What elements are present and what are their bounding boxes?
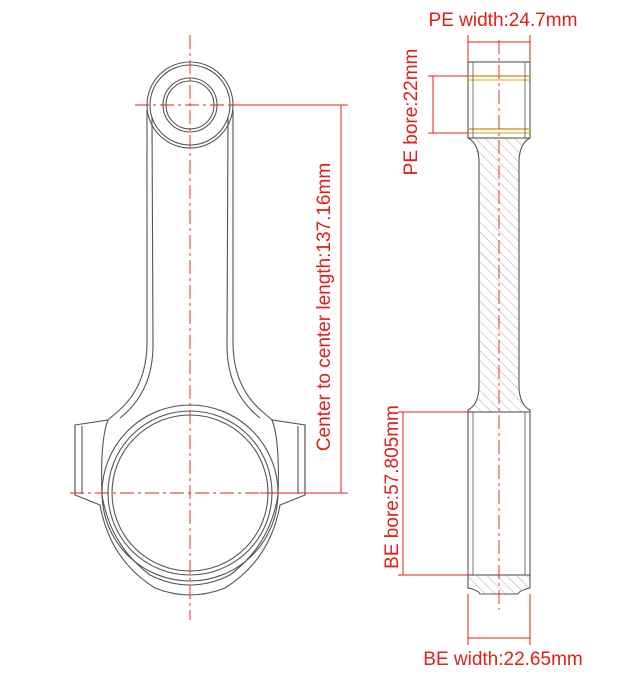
beam-left-edge [107,110,148,421]
beam-right-inner-edge [226,117,261,419]
big-end-outer-housing [74,419,306,596]
pe-bore-dimension [428,75,468,134]
be-width-dimension [467,594,531,645]
front-view-centerlines [70,35,315,620]
pe-width-label: PE width:24.7mm [429,10,578,31]
beam-left-inner-edge [119,117,154,419]
pe-width-dimension [467,35,531,62]
be-bore-label: BE bore:57.805mm [382,405,403,569]
center-length-dimension [230,104,348,494]
be-bore-dimension [398,411,468,576]
pe-bore-label: PE bore:22mm [401,49,422,176]
beam-right-edge [232,110,273,421]
center-length-label: Center to center length:137.16mm [314,163,335,451]
be-width-label: BE width:22.65mm [423,649,582,670]
